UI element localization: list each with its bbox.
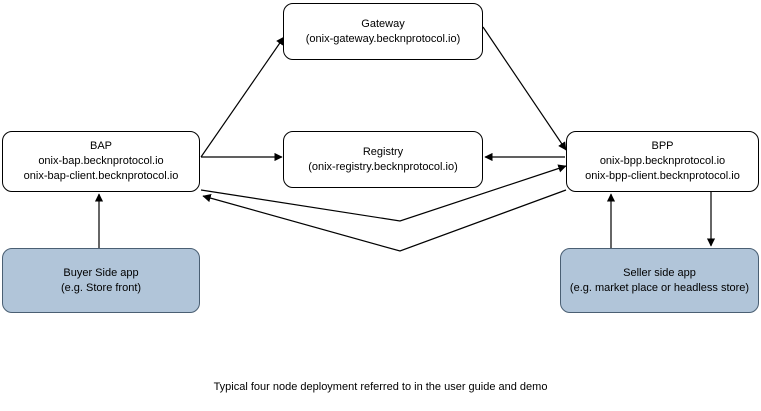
node-registry-title: Registry <box>362 145 404 158</box>
node-seller-title: Seller side app <box>623 266 696 279</box>
edge-bpp-to-bap <box>202 189 567 252</box>
node-registry[interactable]: Registry (onix-registry.becknprotocol.io… <box>283 131 483 188</box>
node-bpp-client-host: onix-bpp-client.becknprotocol.io <box>585 170 740 182</box>
edge-bap-to-gateway <box>200 36 285 158</box>
node-gateway-title: Gateway <box>361 17 405 30</box>
node-bap-host: onix-bap.becknprotocol.io <box>38 155 164 167</box>
node-seller-side-app[interactable]: Seller side app (e.g. market place or he… <box>560 248 759 313</box>
node-gateway-host: (onix-gateway.becknprotocol.io) <box>305 32 461 45</box>
node-seller-subtitle: (e.g. market place or headless store) <box>569 281 750 294</box>
node-bap-title: BAP <box>89 140 112 152</box>
node-bpp-title: BPP <box>651 140 674 152</box>
node-buyer-subtitle: (e.g. Store front) <box>60 281 142 294</box>
node-gateway[interactable]: Gateway (onix-gateway.becknprotocol.io) <box>283 3 483 60</box>
node-bap[interactable]: BAP onix-bap.becknprotocol.io onix-bap-c… <box>2 131 200 192</box>
node-registry-host: (onix-registry.becknprotocol.io) <box>308 160 458 173</box>
node-bap-client-host: onix-bap-client.becknprotocol.io <box>23 170 179 182</box>
edge-bap-to-bpp <box>200 164 567 222</box>
edge-gateway-to-bpp <box>482 26 567 151</box>
node-buyer-title: Buyer Side app <box>63 266 139 279</box>
diagram-caption: Typical four node deployment referred to… <box>213 381 548 393</box>
node-buyer-side-app[interactable]: Buyer Side app (e.g. Store front) <box>2 248 200 313</box>
node-bpp-host: onix-bpp.becknprotocol.io <box>599 155 726 167</box>
node-bpp[interactable]: BPP onix-bpp.becknprotocol.io onix-bpp-c… <box>566 131 759 192</box>
